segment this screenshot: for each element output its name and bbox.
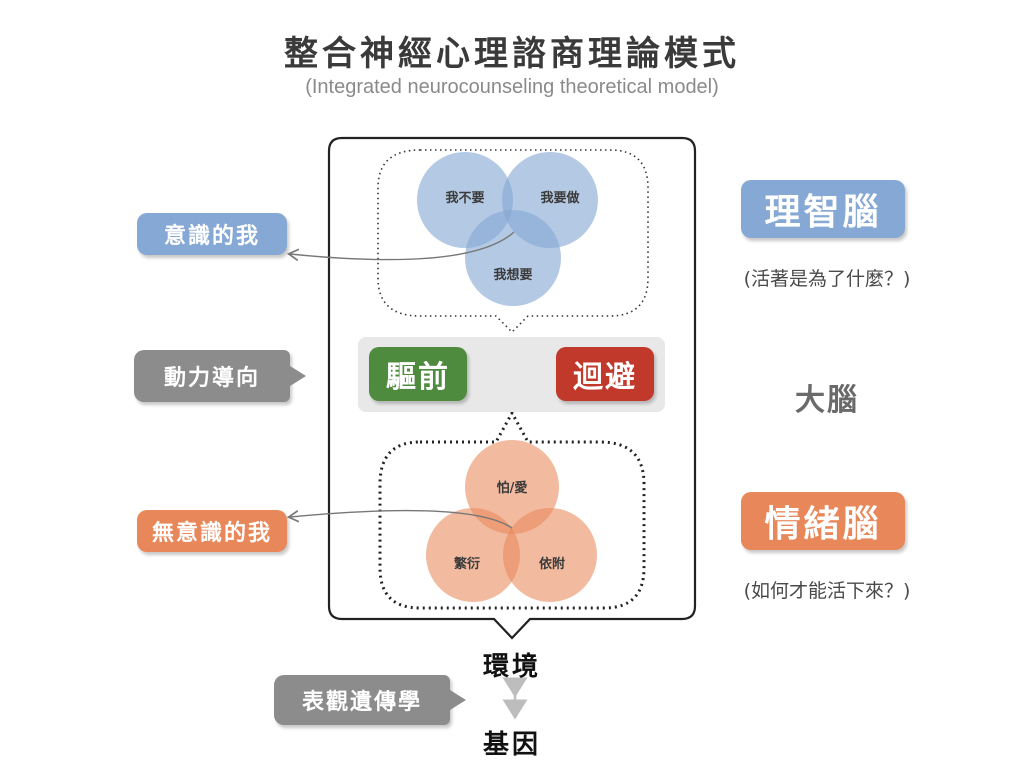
unconscious-self-tag: 無意識的我 [137, 510, 287, 552]
top-dotted-bubble [377, 149, 649, 334]
genes-label: 基因 [483, 730, 542, 760]
approach-pill: 驅前 [369, 347, 467, 401]
unconscious-arrow [290, 509, 513, 529]
conscious-arrow [290, 231, 515, 260]
venn-circle-attach [503, 508, 597, 602]
motivation-tag: 動力導向 [134, 350, 290, 402]
label-reproduce: 繁衍 [453, 557, 480, 572]
epigenetics-tag: 表觀遺傳學 [274, 675, 450, 725]
conscious-self-tag: 意識的我 [137, 213, 287, 255]
venn-circle-i-want [465, 210, 561, 306]
avoid-pill: 迴避 [556, 347, 654, 401]
emotional-brain-tag: 情緒腦 [741, 492, 905, 550]
motivation-tag-pointer [290, 366, 306, 386]
label-fear-love: 怕/愛 [496, 481, 528, 496]
label-dont-want: 我不要 [445, 191, 485, 206]
label-want-to-do: 我要做 [540, 191, 580, 206]
venn-circle-reproduce [426, 508, 520, 602]
page-title: 整合神經心理諮商理論模式 [284, 34, 740, 74]
label-i-want: 我想要 [493, 268, 533, 283]
emotional-brain-question: (如何才能活下來？) [743, 580, 911, 602]
brain-label: 大腦 [795, 383, 859, 418]
environment-label: 環境 [483, 652, 542, 682]
epigenetics-tag-pointer [450, 690, 466, 710]
rational-brain-question: (活著是為了什麼？) [743, 268, 911, 290]
label-attach: 依附 [538, 557, 565, 572]
page-subtitle: (Integrated neurocounseling theoretical … [305, 76, 719, 98]
rational-brain-tag: 理智腦 [741, 180, 905, 238]
